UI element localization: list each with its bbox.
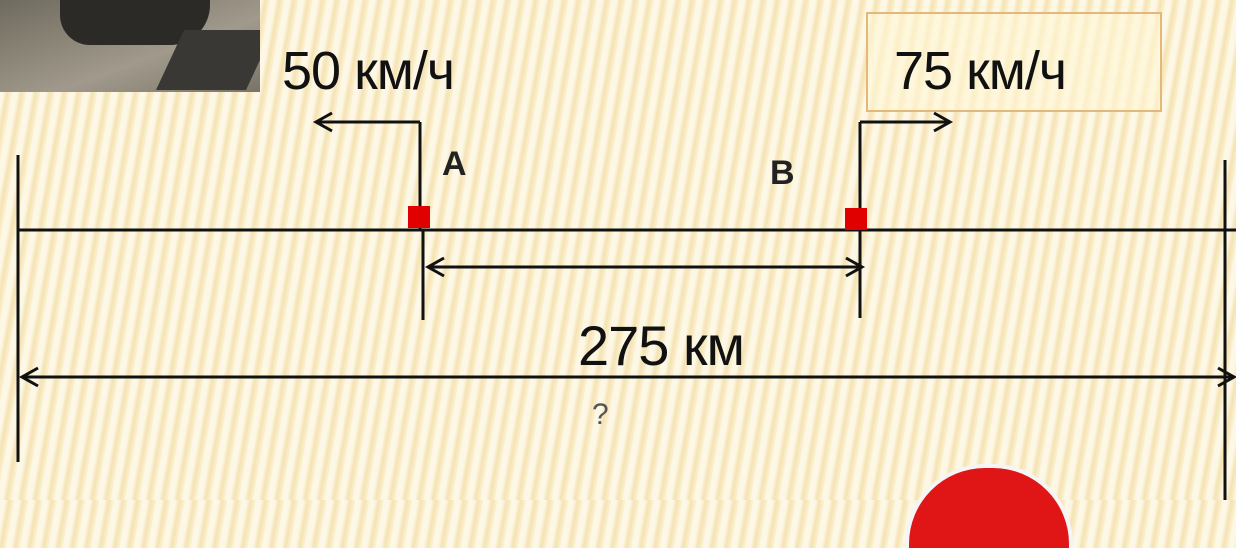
point-a-marker bbox=[408, 206, 430, 228]
unknown-distance-label: ? bbox=[592, 398, 609, 431]
right-arrow-head bbox=[933, 111, 954, 133]
total-arrow-left bbox=[18, 366, 39, 388]
speed-box-right bbox=[866, 12, 1162, 112]
car-photo bbox=[0, 0, 260, 92]
distance-ab-arrow-left bbox=[424, 256, 445, 278]
route-diagram bbox=[16, 111, 1236, 500]
point-b-label: B bbox=[770, 154, 795, 192]
distance-label: 275 км bbox=[578, 314, 745, 377]
point-a-label: A bbox=[442, 145, 467, 183]
speed-label-left: 50 км/ч bbox=[282, 41, 455, 101]
point-b-marker bbox=[845, 208, 867, 230]
speed-label-right: 75 км/ч bbox=[894, 41, 1067, 101]
distance-ab-arrow-right bbox=[845, 256, 866, 278]
total-arrow-right bbox=[1217, 366, 1236, 388]
left-arrow-head bbox=[312, 111, 333, 133]
